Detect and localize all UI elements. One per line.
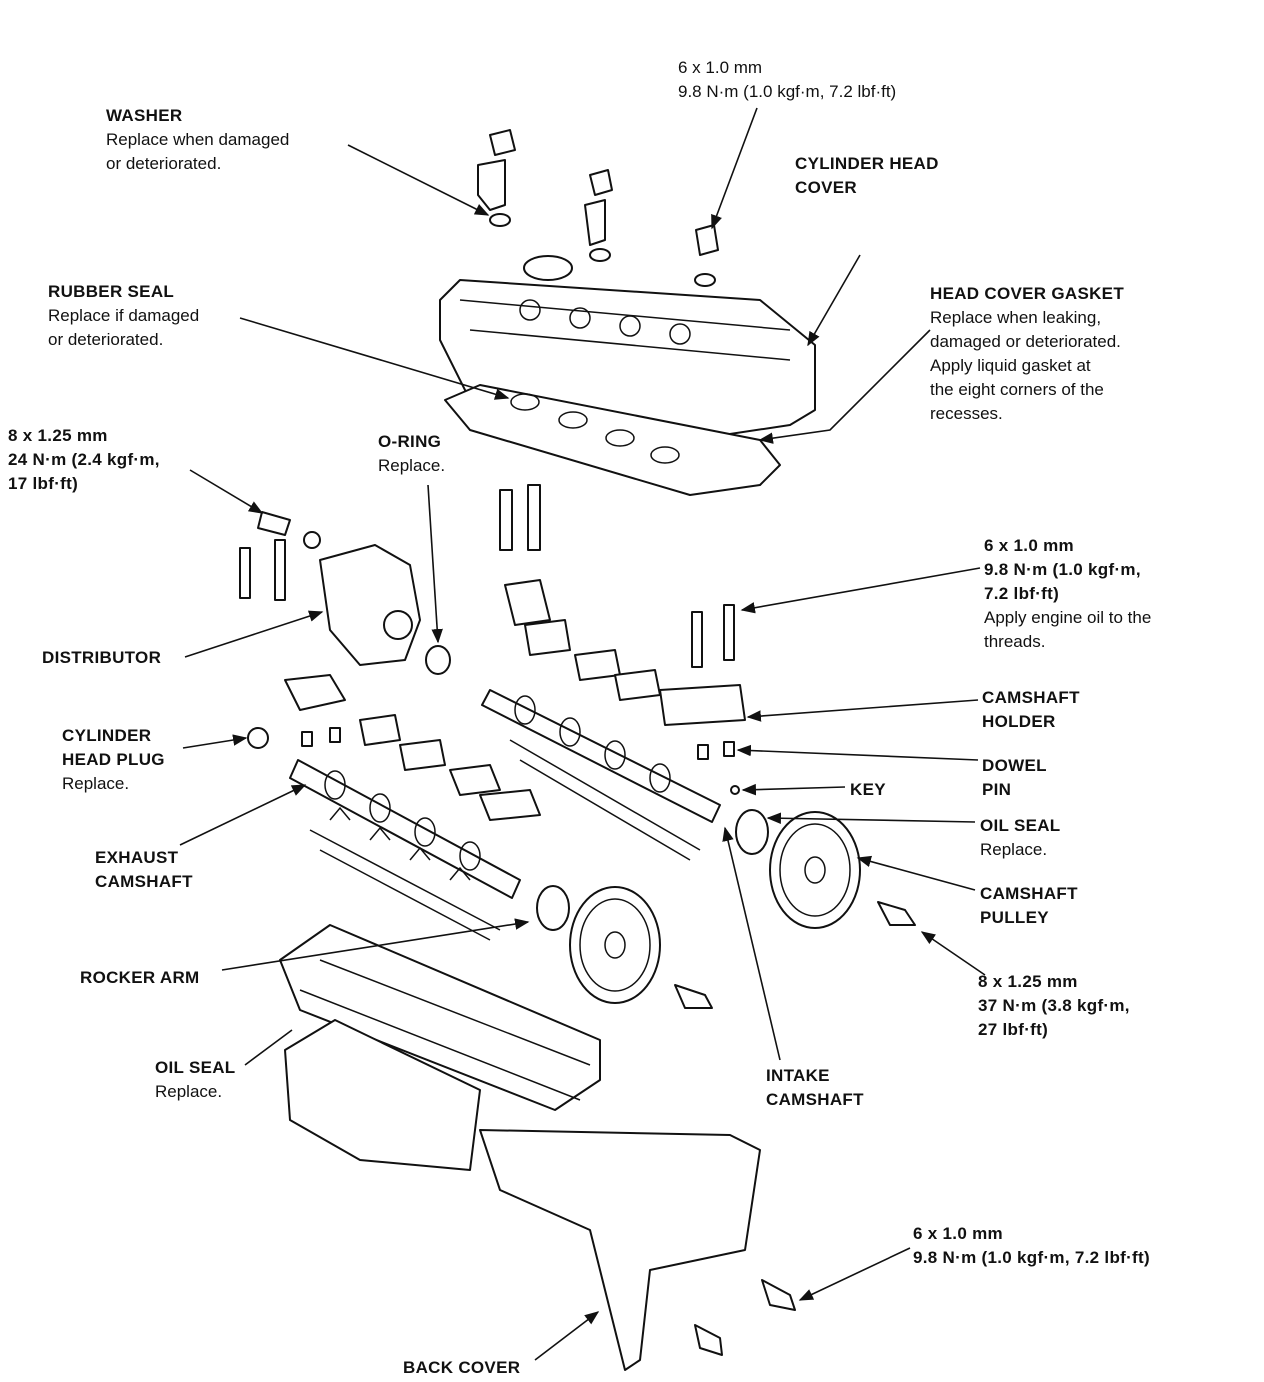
label-bolt-top: 6 x 1.0 mm 9.8 N·m (1.0 kgf·m, 7.2 lbf·f… (678, 58, 897, 101)
label-bolt-pulley: 8 x 1.25 mm 37 N·m (3.8 kgf·m, 27 lbf·ft… (978, 972, 1130, 1039)
label-camshaft-holder: CAMSHAFT HOLDER (982, 688, 1080, 731)
back-cover (479, 1129, 796, 1371)
label-bolt-bottom: 6 x 1.0 mm 9.8 N·m (1.0 kgf·m, 7.2 lbf·f… (913, 1224, 1150, 1267)
label-rubber-seal: RUBBER SEAL Replace if damaged or deteri… (48, 282, 200, 349)
exhaust-camshaft (289, 759, 521, 899)
label-camshaft-pulley: CAMSHAFT PULLEY (980, 884, 1078, 927)
cover-nuts (477, 129, 719, 287)
label-bolt-right: 6 x 1.0 mm 9.8 N·m (1.0 kgf·m, 7.2 lbf·f… (984, 536, 1152, 651)
oil-seal-exhaust (536, 885, 570, 931)
label-oil-seal-left: OIL SEAL Replace. (155, 1058, 236, 1101)
camshaft-pulley-exhaust (569, 886, 661, 1004)
key (730, 785, 740, 795)
label-back-cover: BACK COVER (403, 1358, 521, 1377)
distributor (239, 511, 451, 675)
label-o-ring: O-RING Replace. (378, 432, 446, 475)
pulley-bolt-exhaust (674, 984, 713, 1009)
label-distributor: DISTRIBUTOR (42, 648, 162, 667)
leader-lines (179, 107, 986, 1361)
camshaft-holders (284, 484, 746, 821)
label-intake-camshaft: INTAKE CAMSHAFT (766, 1066, 864, 1109)
label-dowel-pin: DOWEL PIN (982, 756, 1047, 799)
label-cylinder-head-plug: CYLINDER HEAD PLUG Replace. (62, 726, 165, 793)
oil-seal-intake (735, 809, 769, 855)
cylinder-head (279, 924, 601, 1171)
label-head-cover-gasket: HEAD COVER GASKET Replace when leaking, … (930, 284, 1125, 423)
label-rocker-arm: ROCKER ARM (80, 968, 200, 987)
label-key: KEY (850, 780, 886, 799)
label-cylinder-head-cover: CYLINDER HEAD COVER (795, 154, 939, 197)
label-exhaust-camshaft: EXHAUST CAMSHAFT (95, 848, 193, 891)
label-bolt-left: 8 x 1.25 mm 24 N·m (2.4 kgf·m, 17 lbf·ft… (8, 426, 160, 493)
camshaft-pulley-intake (769, 811, 861, 929)
rocker-arms (309, 739, 701, 941)
intake-camshaft (481, 689, 721, 823)
pulley-bolt-intake (877, 901, 916, 926)
label-oil-seal-right: OIL SEAL Replace. (980, 816, 1061, 859)
cylinder-head-plug (247, 727, 269, 749)
label-washer: WASHER Replace when damaged or deteriora… (106, 106, 290, 173)
head-cover-gasket (444, 384, 781, 496)
